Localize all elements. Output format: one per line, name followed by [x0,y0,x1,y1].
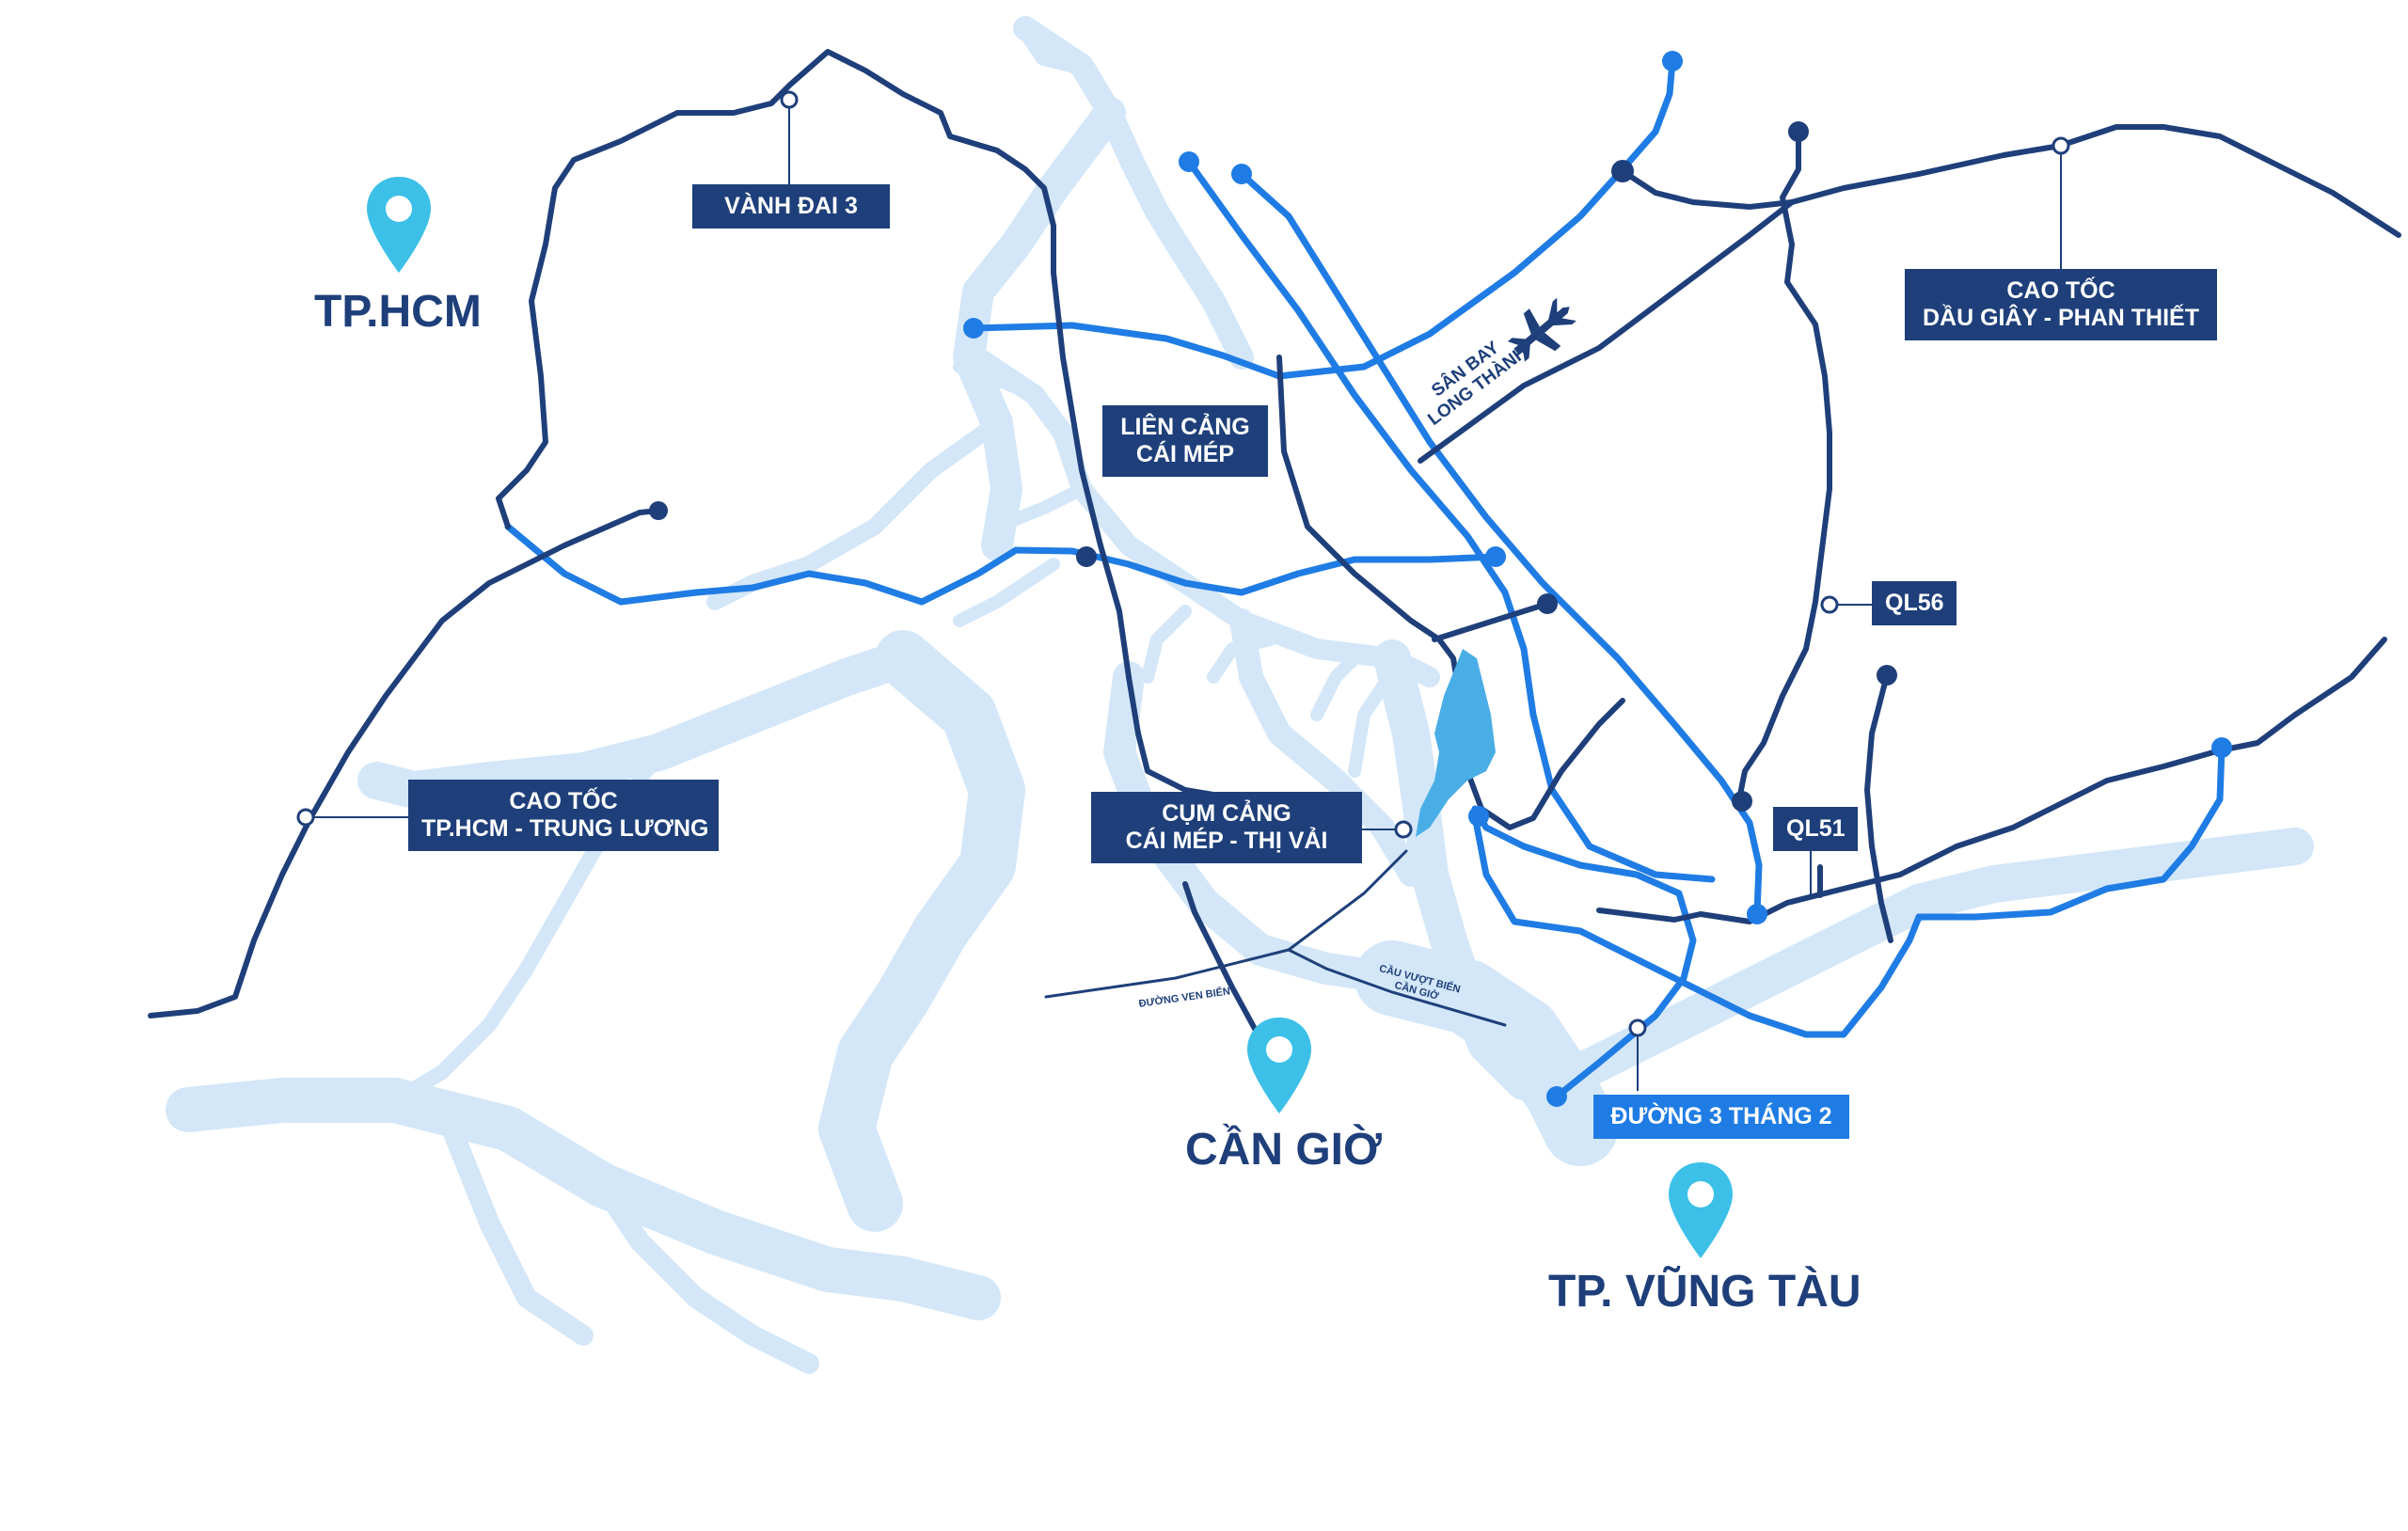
label-cum-cang-cai-mep-thi-vai: CỤM CẢNG CÁI MÉP - THỊ VẢI [1091,792,1362,863]
road-dau-giay-phan-thiet [1418,124,2401,464]
river-mangrove-2 [953,360,1088,627]
bay-ganh-rai [1354,940,1618,1166]
road-vanh-dai-3-south [504,523,1499,606]
water-layer [166,16,2314,1374]
node-3-thang-2 [1546,1086,1567,1107]
callout-lines [306,100,2062,1091]
label-text: QL56 [1885,590,1944,616]
river-nha-be [1229,608,1423,887]
road-bien-hoa-vung-tau-1 [1185,158,1716,883]
road-vung-tau-coastal [1471,744,2226,1038]
road-ql51-south [1864,672,1893,943]
road-ql56 [1737,129,1832,797]
node-hcm-end [649,501,668,520]
river-soai-rap [818,630,1025,1232]
location-pin-icon [367,177,431,273]
label-text-line2: CÁI MÉP - THỊ VẢI [1125,828,1328,854]
minor-roads [1044,849,1507,1027]
node-west-start [963,318,984,339]
node-open-vd3 [780,90,799,109]
location-pin-icon [1247,1018,1311,1113]
node-ql56-bottom [1732,791,1752,812]
road-ql51-west [1596,908,1703,923]
label-duong-3-thang-2: ĐƯỜNG 3 THÁNG 2 [1593,1095,1849,1139]
node-open-3-thang-2 [1628,1018,1647,1037]
label-text: VÀNH ĐAI 3 [724,193,858,219]
label-ql51: QL51 [1773,807,1858,851]
node-light-junction [1485,546,1506,567]
road-cau-vuot-link [1287,849,1408,952]
city-name-hcm: TP.HCM [314,287,482,337]
label-text-line1: CỤM CẢNG [1162,800,1291,827]
node-open-trung-luong [296,808,315,827]
river-south-lower [441,1118,819,1374]
road-ql51-branch [1432,601,1550,642]
label-vanh-dai-3: VÀNH ĐAI 3 [692,184,890,229]
road-trung-luong [148,508,661,1018]
label-lien-cang-cai-mep: LIÊN CẢNG CÁI MÉP [1102,405,1268,477]
river-saigon [706,415,1006,610]
road-bien-hoa-vung-tau-2 [1238,170,1763,916]
label-text-line1: CAO TỐC [509,788,618,814]
node-vd3-junction [1076,546,1097,567]
road-long-thanh-north [1620,168,1795,210]
road-ql51 [1698,637,2387,924]
location-pin-icon [1669,1162,1733,1258]
node-bh-2 [1231,164,1252,184]
city-name-can-gio: CẦN GIỜ [1185,1125,1382,1175]
river-east [1524,828,2314,1110]
label-text-line2: DẦU GIÂY - PHAN THIẾT [1923,305,2199,331]
node-bh-1 [1179,151,1199,172]
node-open-dau-giay [2052,136,2070,155]
lake-shape [1416,649,1496,837]
label-trung-luong: CAO TỐC TP.HCM - TRUNG LƯƠNG [408,780,719,851]
label-text-line1: CAO TỐC [2006,277,2115,304]
road-hcm-long-thanh [970,57,1676,380]
label-text-line2: TP.HCM - TRUNG LƯƠNG [421,815,709,842]
node-ql51-mid [1747,904,1767,924]
road-cau-vuot [1287,948,1507,1027]
road-vanh-dai-hcm-pin [1182,881,1263,1042]
label-text-line2: CÁI MÉP [1135,441,1235,467]
label-text: QL51 [1786,815,1846,842]
label-text: ĐƯỜNG 3 THÁNG 2 [1610,1103,1832,1129]
label-dau-giay-phan-thiet: CAO TỐC DẦU GIÂY - PHAN THIẾT [1905,269,2217,340]
node-long-thanh [1611,160,1634,182]
node-north-end [1662,51,1683,71]
road-ven-bien [1044,948,1291,999]
road-vanh-dai-3 [496,49,1216,797]
river-mangrove-1 [1141,605,1389,778]
node-east-end [2211,737,2232,758]
node-ql56-top [1788,121,1809,142]
label-text-line1: LIÊN CẢNG [1120,414,1250,440]
nodes [296,51,2232,1107]
node-coastal-start [1468,806,1489,827]
node-ql51-south-top [1877,665,1897,686]
city-name-vung-tau: TP. VŨNG TÀU [1548,1267,1861,1317]
label-ql56: QL56 [1872,581,1956,625]
airplane-icon [1507,297,1576,362]
node-dark-junction [1537,593,1558,614]
river-north-top [1016,19,1091,75]
node-open-cum-cang [1394,820,1413,839]
node-open-ql56 [1820,595,1839,614]
